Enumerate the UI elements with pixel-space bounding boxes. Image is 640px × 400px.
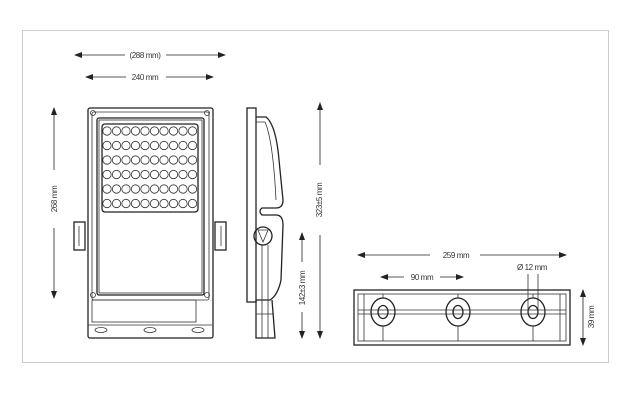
led — [159, 140, 169, 151]
led — [130, 140, 141, 151]
led — [178, 184, 188, 194]
dimension-overall-height: 323±5 mm — [315, 102, 324, 339]
led — [121, 155, 131, 165]
led — [149, 140, 160, 151]
side-view — [246, 107, 284, 339]
body-height-label: 268 mm — [50, 185, 59, 212]
mounting-hole — [452, 304, 464, 320]
led — [140, 169, 150, 180]
led — [140, 155, 150, 165]
led — [111, 198, 122, 209]
led — [149, 126, 160, 136]
front-view — [73, 107, 227, 339]
led — [178, 198, 188, 209]
led — [130, 198, 141, 209]
led — [149, 198, 160, 209]
led — [130, 169, 141, 180]
mounting-hole — [370, 297, 396, 327]
dimension-body-height: 268 mm — [50, 107, 59, 299]
dimension-pivot-height: 142±3 mm — [298, 232, 307, 339]
led — [130, 126, 141, 136]
dimension-hole-diameter: Ø 12 mm — [517, 263, 548, 312]
led — [187, 155, 198, 165]
mounting-hole — [445, 297, 471, 327]
led — [102, 140, 112, 151]
led — [187, 184, 198, 194]
led — [159, 155, 169, 165]
bracket-height-label: 39 mm — [587, 305, 596, 328]
led — [111, 155, 122, 165]
led — [140, 184, 150, 194]
led — [140, 198, 150, 209]
led — [149, 169, 160, 180]
led — [121, 126, 131, 136]
led — [140, 126, 150, 136]
led — [168, 198, 179, 209]
led — [102, 126, 112, 136]
mounting-hole — [520, 297, 546, 327]
side-bracket-left — [73, 221, 86, 251]
led — [102, 184, 112, 194]
led — [178, 155, 188, 165]
led — [111, 184, 122, 194]
led — [178, 169, 188, 180]
led — [168, 140, 179, 151]
led — [187, 126, 198, 136]
mounting-hole — [377, 304, 389, 320]
led — [111, 140, 122, 151]
led — [168, 126, 179, 136]
bracket-view — [353, 289, 571, 346]
led — [121, 169, 131, 180]
led — [102, 155, 112, 165]
led — [187, 198, 198, 209]
led — [102, 198, 112, 209]
side-bracket-right — [214, 221, 227, 251]
led — [187, 169, 198, 180]
led — [140, 140, 150, 151]
dimension-hole-spacing: 90 mm — [380, 273, 464, 282]
led — [121, 184, 131, 194]
led — [149, 184, 160, 194]
mounting-hole — [527, 304, 539, 320]
led — [159, 126, 169, 136]
led — [168, 155, 179, 165]
pivot-height-label: 142±3 mm — [298, 270, 307, 305]
led — [159, 169, 169, 180]
led — [130, 184, 141, 194]
led — [149, 155, 160, 165]
hole-diameter-label: Ø 12 mm — [517, 263, 548, 272]
overall-height-label: 323±5 mm — [315, 182, 324, 217]
dimension-bracket-length: 259 mm — [357, 251, 567, 260]
led — [102, 169, 112, 180]
led — [168, 184, 179, 194]
led — [168, 169, 179, 180]
led — [159, 184, 169, 194]
led-array — [102, 126, 198, 209]
led — [178, 140, 188, 151]
led — [130, 155, 141, 165]
led — [121, 198, 131, 209]
led — [159, 198, 169, 209]
hole-spacing-label: 90 mm — [411, 273, 434, 282]
led — [187, 140, 198, 151]
dimension-body-width: 240 mm — [85, 73, 214, 82]
overall-width-label: (288 mm) — [129, 51, 161, 60]
drawing-frame — [22, 30, 609, 363]
dimension-bracket-height: 39 mm — [580, 289, 596, 346]
dimension-overall-width: (288 mm) — [74, 51, 226, 60]
led — [111, 126, 122, 136]
led — [111, 169, 122, 180]
led — [121, 140, 131, 151]
led — [178, 126, 188, 136]
bracket-length-label: 259 mm — [443, 251, 470, 260]
body-width-label: 240 mm — [132, 73, 159, 82]
